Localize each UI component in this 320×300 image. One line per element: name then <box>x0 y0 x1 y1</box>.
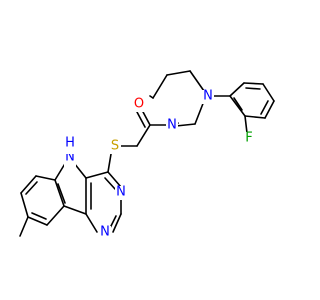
bond-double <box>104 177 116 190</box>
indole-nh-group: N H <box>64 136 76 168</box>
pyrimidine-nitrogen-1: N <box>115 185 127 200</box>
bond <box>46 205 65 226</box>
bond <box>85 213 98 233</box>
bond <box>194 100 205 125</box>
bond <box>112 213 122 233</box>
bond <box>149 95 154 99</box>
hydrogen-label: H <box>65 136 75 151</box>
bond <box>244 115 266 119</box>
bond <box>243 82 264 85</box>
bond-double <box>233 97 243 111</box>
bond <box>244 115 248 134</box>
piperazine-nitrogen-2: N <box>166 118 178 133</box>
bond <box>85 171 109 179</box>
bond-double <box>31 212 47 220</box>
bond <box>166 70 191 76</box>
atom-labels: O F S N N N H N N <box>64 89 255 240</box>
bond-double <box>245 87 261 90</box>
bond <box>141 109 151 126</box>
bond <box>107 171 122 188</box>
bond <box>229 82 245 97</box>
bond <box>20 192 29 218</box>
bond <box>107 153 112 173</box>
bond-double <box>57 183 66 204</box>
molecule-structure-diagram: O F S N N N H N N <box>19 70 275 240</box>
bond <box>175 123 196 127</box>
nitrogen-label: N <box>203 89 213 104</box>
nitrogen-label: N <box>167 118 177 133</box>
bond <box>152 74 168 99</box>
piperazine-nitrogen-1: N <box>202 89 214 104</box>
pyrimidine-nitrogen-2: N <box>99 225 111 240</box>
bond <box>54 179 65 207</box>
bond <box>229 95 246 117</box>
bond <box>264 100 275 119</box>
bond <box>27 216 48 226</box>
bond <box>35 175 56 181</box>
bond-double <box>260 100 269 115</box>
sulfur-label: S <box>111 139 119 154</box>
bond-double <box>136 111 146 128</box>
bond <box>63 205 87 215</box>
bond <box>189 70 205 92</box>
sulfur-atom: S <box>109 139 121 154</box>
nitrogen-label: N <box>65 150 75 165</box>
fluorine-label: F <box>245 131 252 146</box>
bond <box>20 175 37 194</box>
fluorine-atom: F <box>243 131 255 146</box>
bonds <box>19 70 275 237</box>
bond <box>262 83 275 102</box>
nitrogen-label: N <box>100 225 110 240</box>
bond <box>19 216 29 237</box>
nitrogen-label: N <box>116 185 126 200</box>
bond-double <box>25 181 38 195</box>
oxygen-label: O <box>134 97 144 112</box>
oxygen-atom: O <box>133 97 145 112</box>
bond <box>136 124 151 147</box>
